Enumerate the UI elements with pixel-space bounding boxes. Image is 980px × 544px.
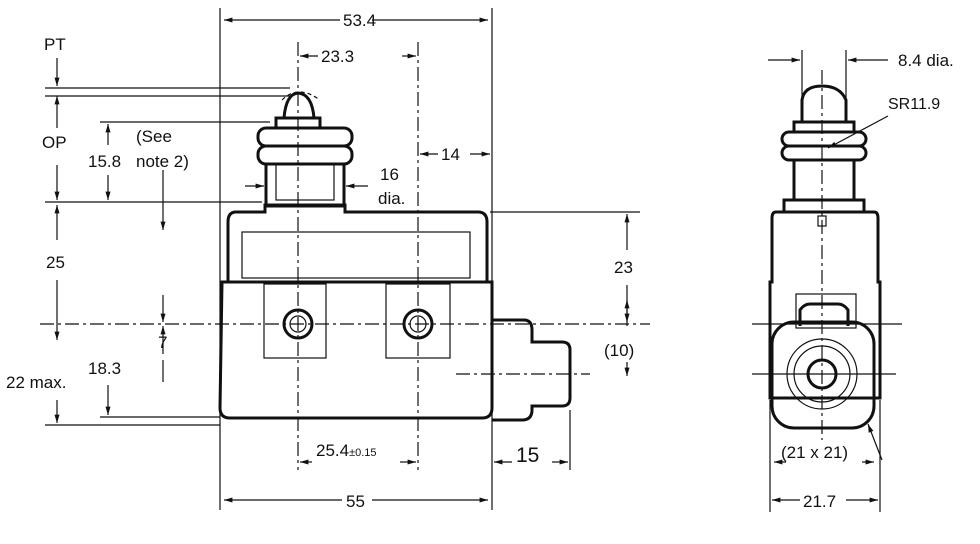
side-conduit-face	[770, 320, 876, 430]
dim-bushing-dia-value: 16	[380, 165, 399, 184]
dim-conduit-length: 15	[516, 444, 539, 467]
dim-mount-pitch: 25.4±0.15	[316, 441, 377, 460]
label-window	[241, 231, 471, 279]
side-nut-lower	[780, 144, 868, 162]
dim-base-width: 55	[346, 492, 365, 511]
note-line-1: (See	[136, 127, 172, 146]
dim-op-height: 15.8	[88, 152, 121, 171]
nut-lower	[256, 144, 354, 166]
conduit-boss	[492, 318, 572, 422]
side-body	[768, 210, 882, 400]
front-view: 53.4 23.3 PT OP (See note 2) 15.8 16 dia…	[6, 8, 650, 511]
note-line-2: note 2)	[136, 152, 189, 171]
dim-height-18-3: 18.3	[88, 359, 121, 378]
plunger	[282, 91, 316, 119]
screw-recess-left	[263, 283, 327, 359]
label-pt: PT	[44, 35, 66, 54]
dim-height-10: (10)	[604, 341, 634, 360]
side-plunger	[800, 84, 848, 122]
side-recess	[795, 293, 857, 329]
switch-body-lower	[218, 280, 494, 420]
side-bushing	[792, 158, 856, 202]
side-flange	[782, 198, 866, 214]
dim-max-height: 22 max.	[6, 373, 66, 392]
dim-height-25: 25	[46, 253, 65, 272]
dim-overall-width: 53.4	[343, 11, 376, 30]
dim-side-offset: 14	[441, 145, 460, 164]
screw-recess-right	[385, 283, 451, 359]
dim-height-23: 23	[614, 258, 633, 277]
dim-side-width: 21.7	[803, 492, 836, 511]
dim-height-7: 7	[158, 333, 167, 352]
dim-plunger-dia: 8.4 dia.	[898, 51, 954, 70]
dim-sphere-radius: SR11.9	[888, 96, 940, 113]
nut-upper	[256, 126, 354, 148]
side-view: 8.4 dia. SR11.9 (21 x 21) 21.7	[752, 50, 954, 512]
label-op: OP	[42, 133, 67, 152]
dim-conduit-size: (21 x 21)	[781, 443, 848, 462]
dim-bushing-dia-unit: dia.	[378, 189, 405, 208]
dim-plunger-offset: 23.3	[321, 47, 354, 66]
switch-body-upper	[226, 203, 489, 284]
